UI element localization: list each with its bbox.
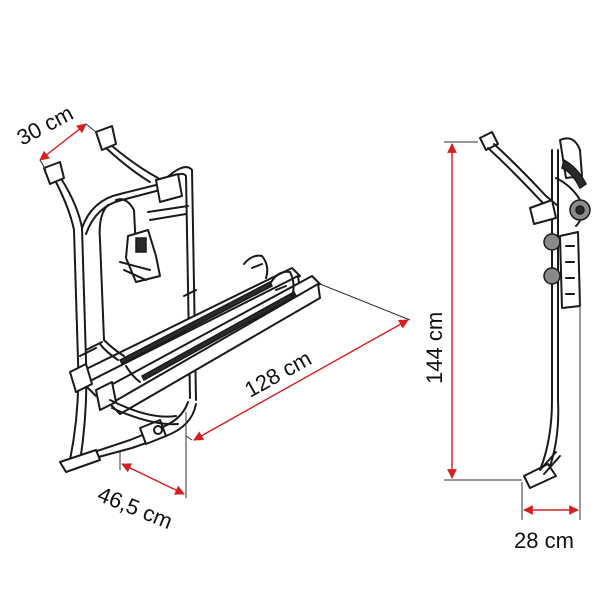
top-right-clamp-strap [147, 205, 189, 221]
holding-arm-strap [119, 261, 151, 281]
side-upper-arm [487, 143, 559, 213]
dim-width-top-label: 30 cm [13, 100, 78, 150]
dim-height: 144 cm [422, 141, 522, 481]
dim-height-label: 144 cm [422, 312, 447, 384]
rail-support-left [79, 341, 103, 357]
left-upper-arm [55, 179, 83, 231]
rack-side-view [479, 131, 591, 489]
side-knob-low [543, 267, 561, 285]
holding-arm-clamp [125, 229, 161, 283]
side-main-post [539, 149, 560, 473]
right-hook-bracket [95, 125, 117, 151]
side-rail-block [559, 231, 581, 309]
left-hook-bracket [43, 161, 65, 185]
lower-strut [109, 399, 179, 426]
wheel-strap-right-a [243, 254, 269, 279]
rail-support-right [183, 289, 197, 297]
dim-length-label: 128 cm [240, 346, 315, 403]
rack-perspective-view [43, 125, 321, 473]
wheel-strap-right-b [269, 270, 295, 297]
bottom-foot-plate [59, 449, 101, 473]
lower-bolt [153, 425, 163, 435]
side-strap-1 [561, 158, 587, 190]
inner-frame-loop [98, 198, 137, 341]
side-knob-top-center [575, 205, 585, 215]
dim-side-depth: 28 cm [514, 300, 581, 553]
side-foot [523, 463, 557, 489]
dim-width-top: 30 cm [13, 100, 97, 171]
dim-depth-label: 46,5 cm [94, 481, 176, 533]
wheel-strap-left-b [125, 365, 141, 383]
side-foot-brace [539, 451, 561, 475]
side-rail-detail [565, 245, 575, 295]
side-top-hook [479, 131, 499, 151]
side-bracket-plate [529, 199, 557, 225]
wheel-strap-left-a [99, 339, 125, 361]
rail-end-left [69, 363, 93, 393]
left-frame-tube [69, 227, 88, 463]
holding-arm-knob [135, 237, 147, 253]
right-upper-arm [105, 145, 159, 183]
dim-side-depth-label: 28 cm [514, 528, 574, 553]
side-knob-mid [543, 233, 561, 251]
top-right-clamp [155, 173, 183, 203]
